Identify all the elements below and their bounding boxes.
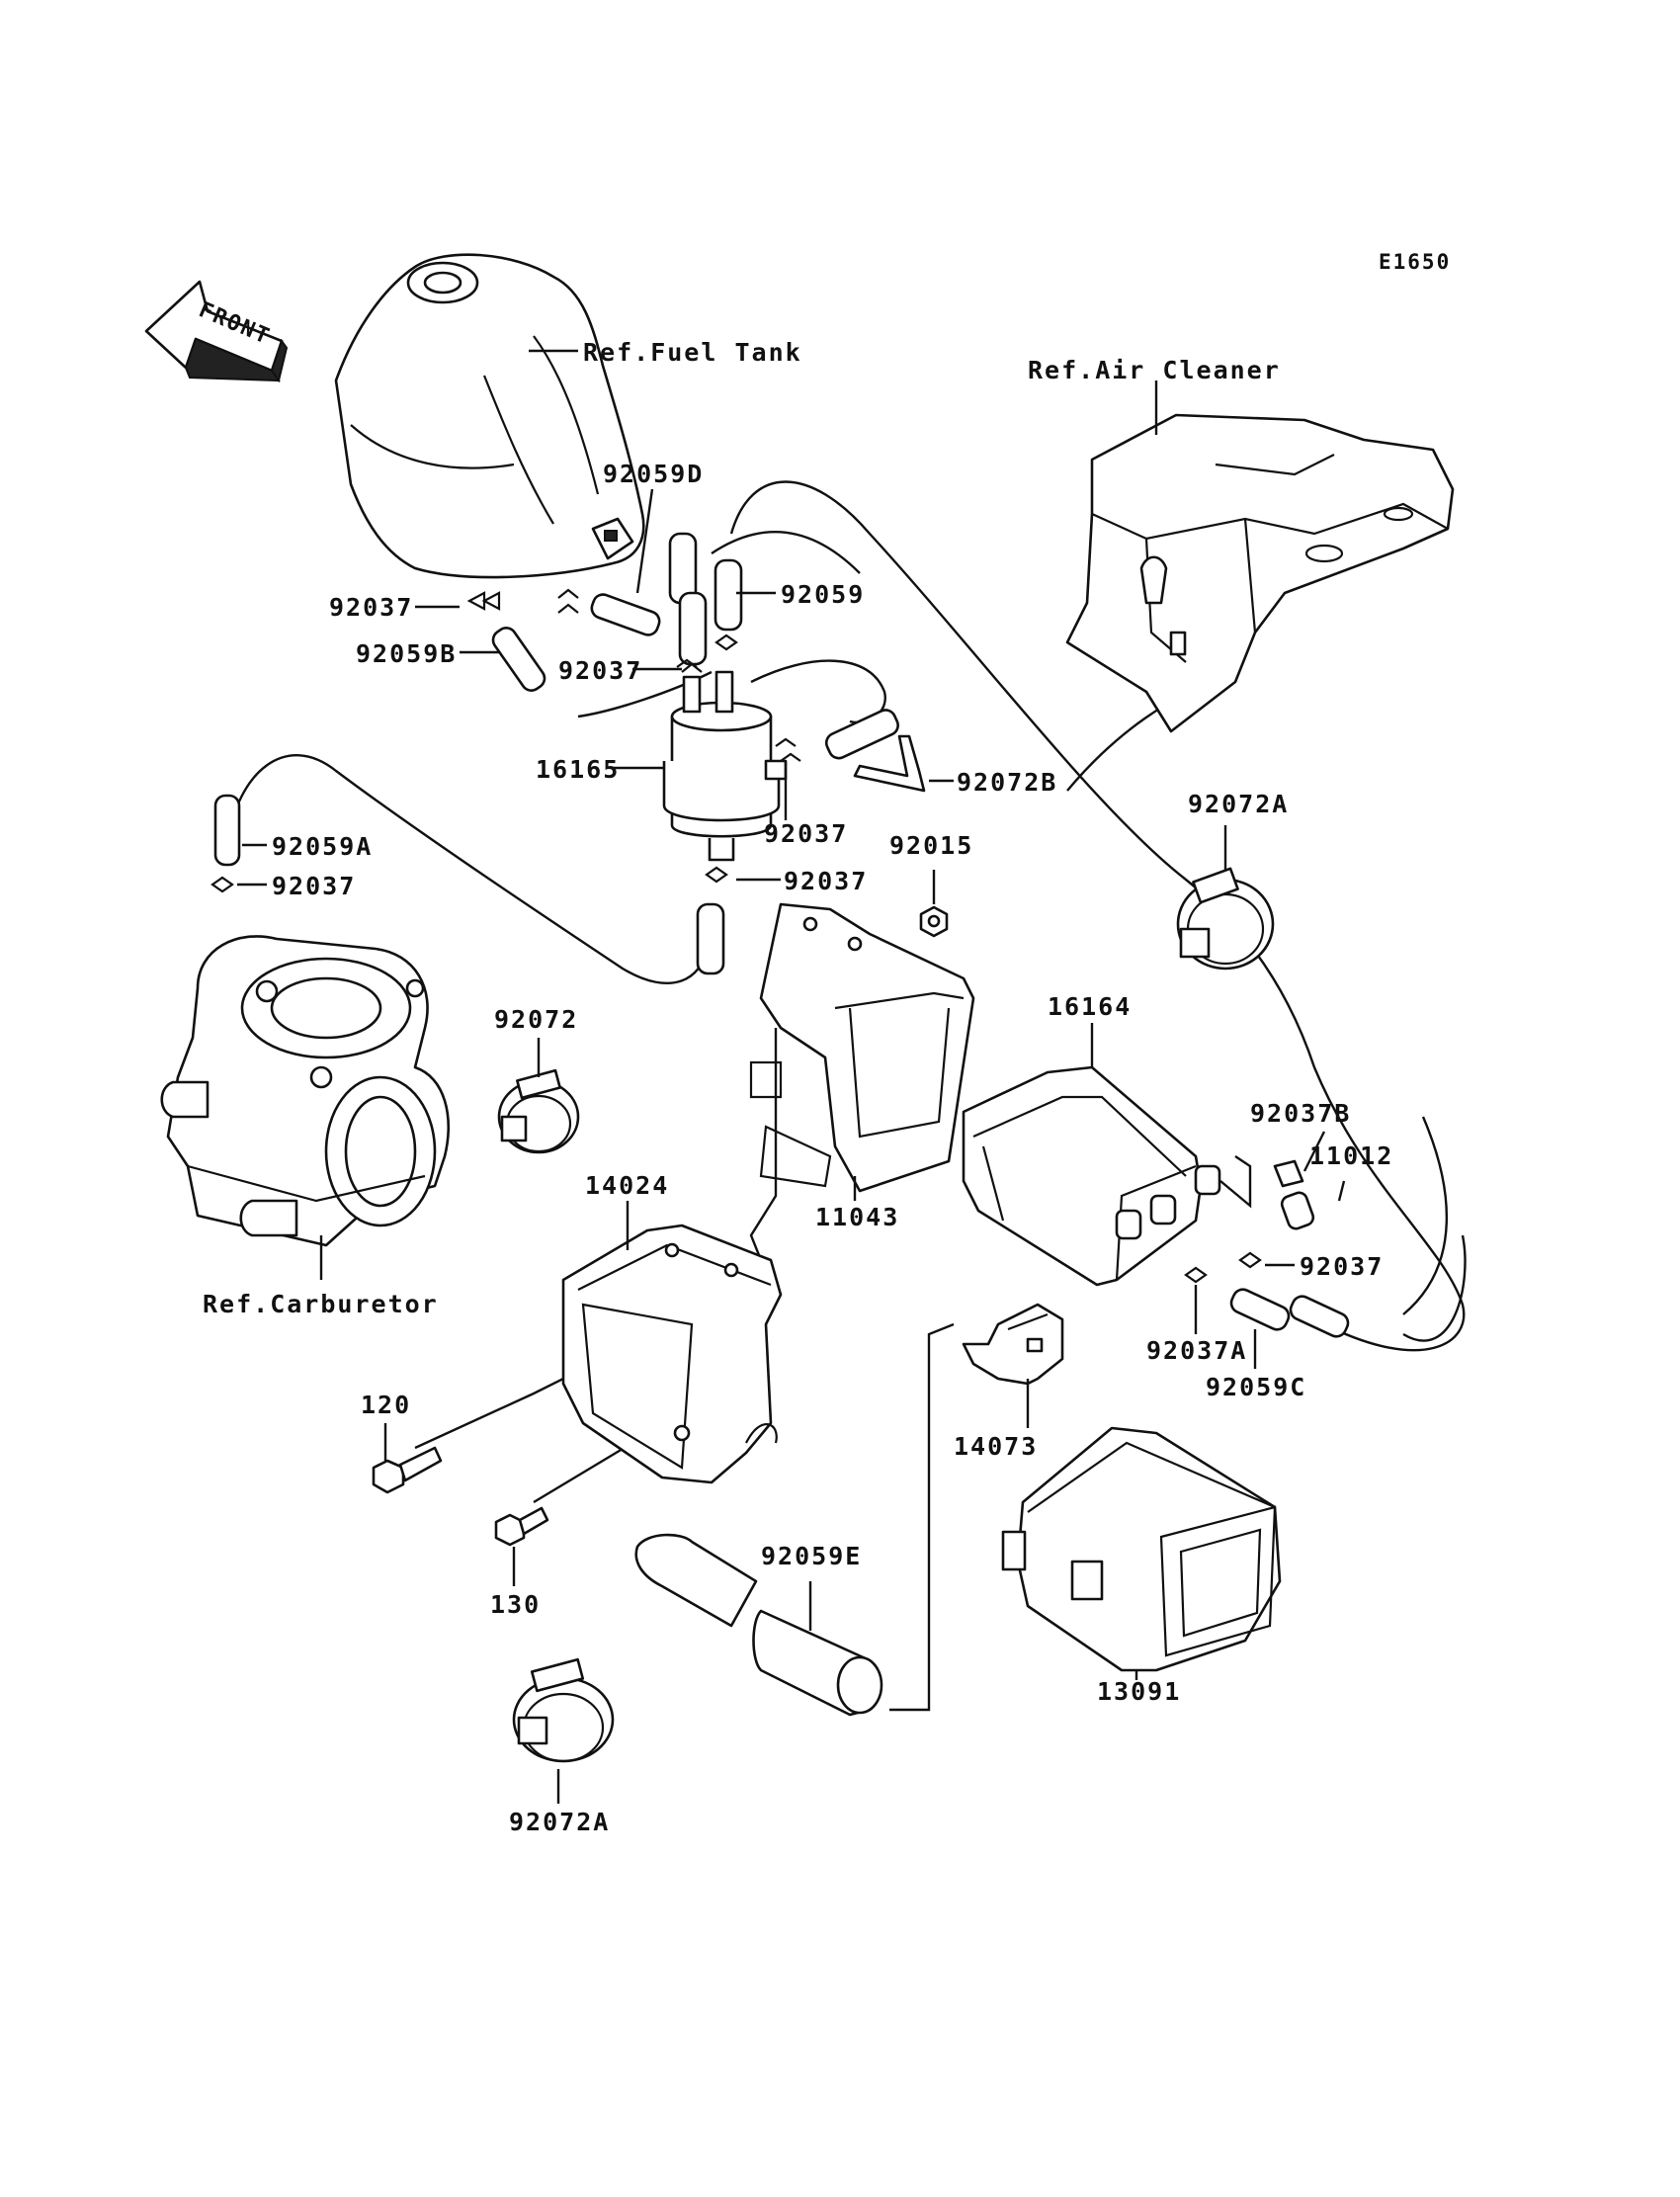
label-11012: 11012 <box>1309 1141 1393 1170</box>
label-14024: 14024 <box>585 1171 669 1200</box>
label-13091: 13091 <box>1097 1677 1181 1706</box>
label-92015: 92015 <box>889 831 973 860</box>
leader-lines <box>237 349 1346 1804</box>
canister-16164 <box>962 1065 1221 1287</box>
nut-92015 <box>919 905 949 938</box>
clamp-92072A-top <box>1176 867 1275 971</box>
box-13091 <box>1001 1426 1282 1672</box>
clamp-92072A-bottom <box>512 1657 615 1763</box>
label-16165: 16165 <box>536 755 620 784</box>
label-11043: 11043 <box>815 1203 899 1231</box>
fuel-pump <box>662 670 788 862</box>
label-92037A: 92037A <box>1146 1336 1247 1365</box>
fuel-tank <box>334 253 645 579</box>
air-cleaner <box>1065 413 1455 733</box>
label-92072: 92072 <box>494 1005 578 1034</box>
hose-92059E <box>634 1533 883 1717</box>
hoses-canister <box>1229 1159 1350 1338</box>
label-92037-b: 92037 <box>558 656 642 685</box>
label-92037-f: 92037 <box>1300 1252 1384 1281</box>
front-arrow <box>144 280 289 383</box>
cover-14024 <box>561 1224 783 1484</box>
label-92037-c: 92037 <box>764 819 848 848</box>
ref-air-cleaner: Ref.Air Cleaner <box>1028 356 1281 384</box>
label-92059A: 92059A <box>272 832 373 861</box>
clips-92037 <box>210 588 1262 1284</box>
label-92037-d: 92037 <box>272 872 356 900</box>
label-92072B: 92072B <box>957 768 1057 797</box>
clip-92072B <box>853 734 926 793</box>
label-16164: 16164 <box>1048 992 1132 1021</box>
label-92037-e: 92037 <box>784 867 868 895</box>
label-92059C: 92059C <box>1206 1373 1306 1401</box>
ref-fuel-tank: Ref.Fuel Tank <box>583 338 802 367</box>
connector-14073 <box>962 1303 1064 1386</box>
label-92072A-bottom: 92072A <box>509 1808 610 1836</box>
label-130: 130 <box>490 1590 541 1619</box>
label-92059B: 92059B <box>356 639 457 668</box>
label-92037-a: 92037 <box>329 593 413 622</box>
label-92072A-top: 92072A <box>1188 790 1289 818</box>
ref-carburetor: Ref.Carburetor <box>203 1290 439 1318</box>
bracket-11043 <box>749 902 975 1193</box>
clamp-92072 <box>497 1068 580 1154</box>
label-92059E: 92059E <box>761 1542 862 1570</box>
label-120: 120 <box>361 1391 411 1419</box>
label-92059D: 92059D <box>603 460 704 488</box>
label-92059: 92059 <box>781 580 865 609</box>
label-14073: 14073 <box>954 1432 1038 1461</box>
bolt-130 <box>494 1506 549 1547</box>
diagram-code: E1650 <box>1379 250 1451 274</box>
bolt-120 <box>372 1446 443 1494</box>
label-92037B: 92037B <box>1250 1099 1351 1128</box>
carburetor <box>160 935 451 1247</box>
